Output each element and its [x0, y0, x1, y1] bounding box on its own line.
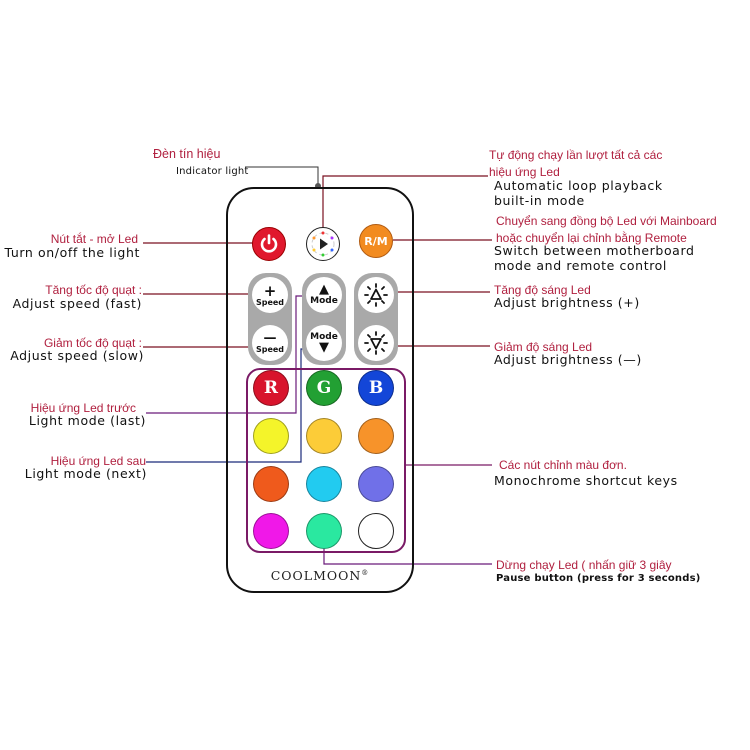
mode-down-button[interactable]: Mode ▼ [306, 325, 342, 361]
brightness-down-icon [364, 331, 388, 355]
auto-play-button[interactable] [306, 227, 340, 261]
auto-loop-leader [322, 175, 488, 232]
power-label-en: Turn on/off the light [4, 245, 140, 260]
brand-name: COOLMOON [270, 568, 362, 583]
rm-button[interactable]: R/M [359, 224, 393, 258]
color-key-9[interactable] [358, 466, 394, 502]
rm-label-en-2: mode and remote control [494, 258, 667, 273]
brightness-down-button[interactable] [358, 325, 394, 361]
speed-pill: + Speed — Speed [248, 273, 292, 365]
brightness-up-icon [364, 283, 388, 307]
mono-label-en: Monochrome shortcut keys [494, 473, 678, 488]
speed-plus-label: Speed [255, 297, 285, 307]
color-key-11[interactable] [306, 513, 342, 549]
mono-label-vn: Các nút chỉnh màu đơn. [499, 458, 627, 472]
mode-last-leader [146, 295, 306, 414]
mode-pill: ▲ Mode Mode ▼ [302, 273, 346, 365]
speed-fast-label-vn: Tăng tốc độ quạt : [45, 283, 142, 297]
mode-down-label: Mode [310, 332, 338, 342]
mode-up-button[interactable]: ▲ Mode [306, 277, 342, 313]
power-button[interactable] [252, 227, 286, 261]
color-key-b[interactable]: B [358, 370, 394, 406]
brand-logo: COOLMOON® [226, 568, 414, 583]
color-key-4[interactable] [253, 418, 289, 454]
mode-last-label-en: Light mode (last) [28, 413, 146, 428]
rm-label-vn-2: hoặc chuyển lại chỉnh bằng Remote [496, 231, 687, 245]
color-key-label: B [368, 378, 384, 398]
auto-loop-label-vn-2: hiệu ứng Led [489, 165, 560, 179]
speed-minus-label: Speed [255, 344, 285, 354]
pause-label-en: Pause button (press for 3 seconds) [496, 573, 701, 584]
mode-up-label: Mode [310, 296, 338, 306]
bright-down-label-vn: Giảm độ sáng Led [494, 340, 593, 354]
auto-loop-label-en-1: Automatic loop playback [494, 178, 663, 193]
speed-slow-label-en: Adjust speed (slow) [10, 348, 144, 363]
bright-up-label-en: Adjust brightness (+) [494, 295, 640, 310]
triangle-up-icon: ▲ [319, 282, 329, 297]
color-key-label: R [263, 378, 279, 398]
speed-plus-button[interactable]: + Speed [252, 277, 288, 313]
bright-down-label-en: Adjust brightness (—) [494, 352, 642, 367]
plus-icon: + [263, 281, 277, 300]
remote-body [226, 187, 414, 593]
play-icon [311, 231, 335, 257]
color-key-6[interactable] [358, 418, 394, 454]
minus-icon: — [263, 330, 277, 346]
speed-slow-label-vn: Giảm tốc độ quạt : [43, 336, 142, 350]
auto-loop-label-en-2: built-in mode [494, 193, 585, 208]
bright-up-label-vn: Tăng độ sáng Led [494, 283, 591, 297]
power-icon [260, 234, 278, 253]
indicator-leader [245, 166, 319, 184]
brightness-pill [354, 273, 398, 365]
color-key-8[interactable] [306, 466, 342, 502]
color-keys-frame [246, 368, 406, 553]
color-key-12[interactable] [358, 513, 394, 549]
registered-mark: ® [361, 568, 370, 577]
mode-last-label-vn: Hiệu ứng Led trước [30, 401, 136, 415]
color-key-g[interactable]: G [306, 370, 342, 406]
indicator-label-en: Indicator light [176, 166, 249, 177]
rm-label-en-1: Switch between motherboard [494, 243, 695, 258]
color-key-7[interactable] [253, 466, 289, 502]
pause-label-vn: Dừng chạy Led ( nhấn giữ 3 giây [496, 558, 672, 572]
mode-next-label-vn: Hiệu ứng Led sau [50, 454, 146, 468]
rm-label-vn-1: Chuyển sang đồng bộ Led với Mainboard [496, 214, 717, 228]
speed-fast-label-en: Adjust speed (fast) [12, 296, 142, 311]
color-key-label: G [316, 378, 332, 398]
brightness-up-button[interactable] [358, 277, 394, 313]
auto-loop-label-vn-1: Tự động chạy lần lượt tất cả các [489, 148, 663, 162]
mode-next-label-en: Light mode (next) [24, 466, 147, 481]
color-key-5[interactable] [306, 418, 342, 454]
color-key-r[interactable]: R [253, 370, 289, 406]
indicator-label-vn: Đèn tín hiệu [153, 147, 221, 161]
speed-minus-button[interactable]: — Speed [252, 325, 288, 361]
power-label-vn: Nút tắt - mở Led [50, 232, 138, 246]
triangle-down-icon: ▼ [319, 340, 329, 355]
rm-label: R/M [364, 234, 388, 248]
color-key-10[interactable] [253, 513, 289, 549]
